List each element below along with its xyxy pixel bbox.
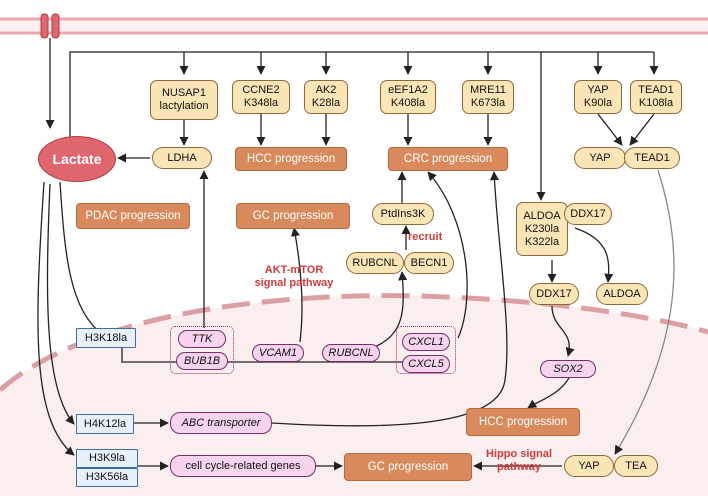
tead1-node: TEAD1 [624, 147, 680, 169]
nusap1-lactylation-box: NUSAP1 lactylation [150, 80, 218, 120]
yap-k90-label: YAP [587, 84, 609, 96]
bub1b-gene: BUB1B [176, 352, 228, 370]
ccne2-box: CCNE2 K348la [232, 80, 290, 114]
mre11-site-label: K673la [470, 97, 506, 109]
cell-membrane [0, 17, 708, 35]
nucleus-region [0, 295, 708, 496]
eef1a2-box: eEF1A2 K408la [380, 80, 436, 114]
yap-k90-box: YAP K90la [574, 80, 622, 114]
hippo-label: Hippo signal pathway [476, 448, 562, 474]
yap-bottom-node: YAP [564, 455, 614, 477]
aldoa-label: ALDOA [523, 209, 561, 222]
ttk-gene: TTK [178, 330, 226, 348]
aldoa-k230-k322-box: ALDOA K230la K322la [516, 202, 568, 256]
gc-progression-top: GC progression [236, 203, 350, 229]
sox2-gene: SOX2 [540, 360, 596, 378]
hcc-progression-top: HCC progression [235, 147, 347, 171]
h3k18la-box: H3K18la [76, 328, 136, 348]
hippo-line1: Hippo signal [486, 448, 552, 460]
ak2-label: AK2 [315, 84, 337, 96]
yap-node: YAP [574, 147, 626, 169]
ccne2-label: CCNE2 [242, 84, 280, 96]
ptdins3k-node: PtdIns3K [372, 203, 434, 225]
tead1-k108-box: TEAD1 K108la [630, 80, 682, 114]
eef1a2-site-label: K408la [390, 97, 426, 109]
becn1-node: BECN1 [404, 252, 454, 274]
vcam1-gene: VCAM1 [252, 344, 304, 362]
gc-progression-bottom: GC progression [344, 453, 472, 481]
tead1-k108-site-label: K108la [638, 97, 674, 109]
abc-transporter-gene: ABC transporter [170, 412, 272, 434]
cxcl-group [396, 326, 456, 374]
cxcl1-gene: CXCL1 [402, 333, 450, 351]
ddx17-mid-node: DDX17 [529, 283, 579, 305]
yap-k90-site-label: K90la [583, 97, 613, 109]
ldha-node: LDHA [152, 147, 212, 169]
tea-node: TEA [614, 455, 658, 477]
h3k9la-box: H3K9la [76, 449, 138, 468]
aldoa-site2-label: K322la [524, 235, 560, 248]
aldoa-site1-label: K230la [524, 222, 560, 235]
h4k12la-box: H4K12la [76, 414, 134, 434]
pdac-progression: PDAC progression [76, 203, 190, 229]
hcc-progression-bottom: HCC progression [466, 408, 580, 436]
nusap1-label: NUSAP1 [161, 87, 207, 99]
aldoa-node: ALDOA [596, 283, 648, 305]
tead1-k108-label: TEAD1 [638, 84, 674, 96]
rubcnl-gene: RUBCNL [322, 344, 380, 362]
ak2-box: AK2 K28la [304, 80, 348, 114]
ddx17-top-node: DDX17 [564, 203, 612, 225]
transporter-icon [40, 13, 60, 39]
ccne2-site-label: K348la [243, 97, 279, 109]
ttk-bub1b-group [170, 326, 234, 374]
cxcl5-gene: CXCL5 [402, 355, 450, 373]
ak2-site-label: K28la [311, 97, 341, 109]
eef1a2-label: eEF1A2 [388, 84, 428, 96]
akt-mtor-line2: signal pathway [254, 277, 334, 289]
hippo-line2: pathway [496, 461, 541, 473]
cell-cycle-genes: cell cycle-related genes [170, 455, 316, 477]
lactylation-label: lactylation [159, 100, 209, 112]
rubcnl-protein-node: RUBCNL [346, 252, 404, 274]
recruit-label: recruit [408, 231, 443, 243]
mre11-box: MRE11 K673la [462, 80, 514, 114]
akt-mtor-line1: AKT-mTOR [264, 264, 324, 276]
akt-mtor-label: AKT-mTOR signal pathway [244, 264, 344, 290]
crc-progression: CRC progression [388, 147, 508, 171]
h3k56la-box: H3K56la [76, 468, 138, 487]
mre11-label: MRE11 [470, 84, 506, 96]
lactate-node: Lactate [38, 136, 116, 182]
connector-lines [37, 38, 675, 471]
